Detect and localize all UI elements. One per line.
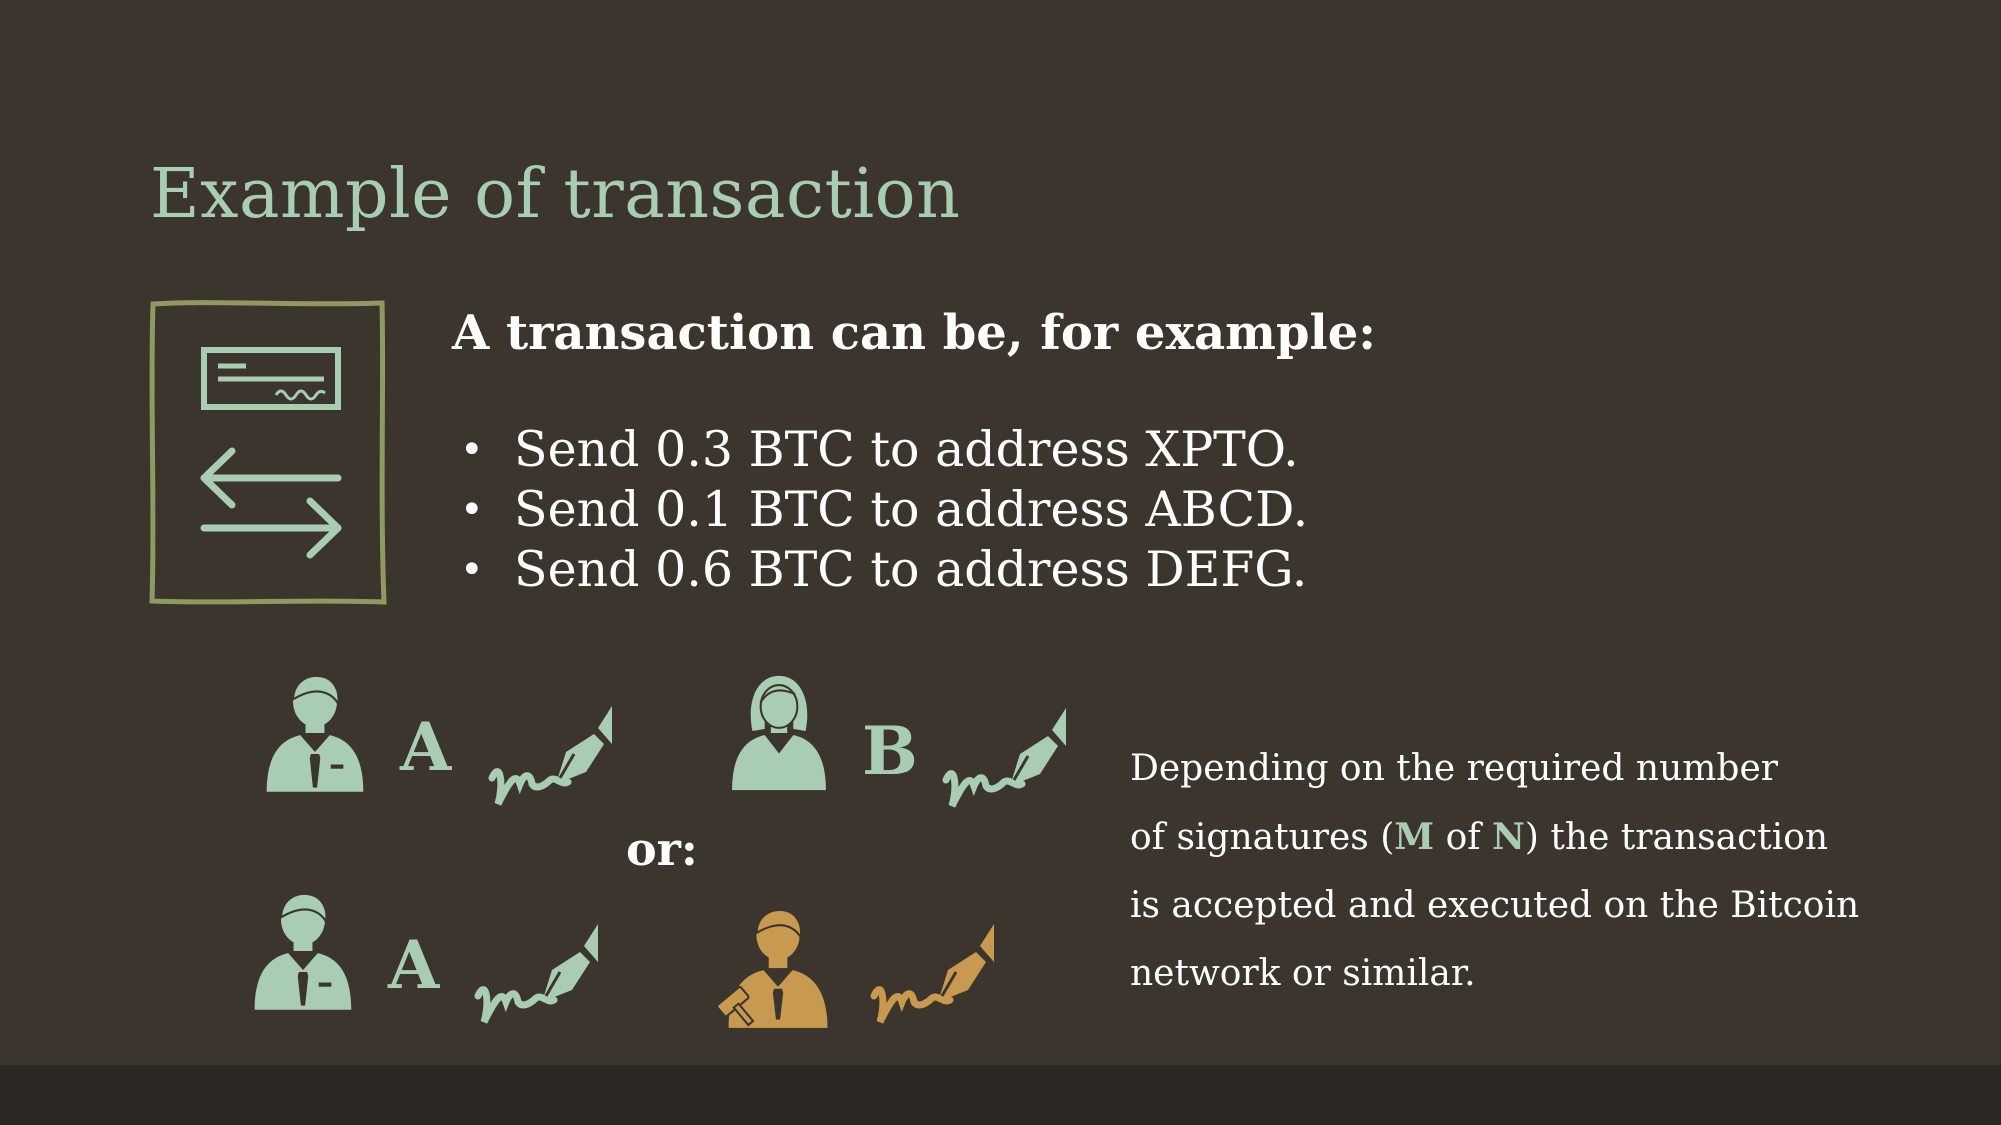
paragraph-line: Depending on the required number — [1130, 748, 1778, 789]
transaction-list: • Send 0.3 BTC to address XPTO. • Send 0.1… — [452, 420, 1308, 600]
list-item: • Send 0.6 BTC to address DEFG. — [452, 540, 1308, 600]
businessman-icon — [254, 892, 352, 1010]
businessman-icon — [266, 674, 364, 792]
signer-label: A — [400, 708, 452, 786]
m-emphasis: M — [1394, 816, 1435, 858]
footer-band — [0, 1065, 2001, 1125]
paragraph-text: ) the transaction — [1524, 817, 1829, 858]
signer-label: B — [862, 712, 918, 790]
paragraph-line: is accepted and executed on the Bitcoin — [1130, 885, 1860, 926]
businesswoman-icon — [732, 675, 826, 791]
pen-signature-icon — [942, 708, 1066, 808]
slide: Example of transaction A transaction can… — [0, 0, 2001, 1065]
page-title: Example of transaction — [150, 155, 961, 234]
section-heading: A transaction can be, for example: — [452, 305, 1377, 361]
bullet-icon: • — [460, 427, 484, 473]
signer-label: A — [388, 926, 440, 1004]
n-emphasis: N — [1492, 816, 1525, 858]
list-item-text: Send 0.3 BTC to address XPTO. — [514, 421, 1299, 478]
list-item-text: Send 0.1 BTC to address ABCD. — [514, 481, 1309, 538]
paragraph-text: of — [1434, 817, 1493, 858]
judge-icon — [716, 908, 828, 1028]
list-item: • Send 0.1 BTC to address ABCD. — [452, 480, 1308, 540]
paragraph-text: of signatures ( — [1130, 817, 1395, 858]
pen-signature-icon — [474, 924, 598, 1024]
or-label: or: — [626, 822, 698, 876]
paragraph-line: of signatures (M of N) the transaction — [1130, 803, 1950, 872]
bullet-icon: • — [460, 487, 484, 533]
pen-signature-icon — [870, 924, 994, 1024]
list-item: • Send 0.3 BTC to address XPTO. — [452, 420, 1308, 480]
document-transfer-icon — [149, 300, 387, 605]
explanation-paragraph: Depending on the required number of sign… — [1130, 735, 1950, 1008]
pen-signature-icon — [488, 706, 612, 806]
list-item-text: Send 0.6 BTC to address DEFG. — [514, 541, 1308, 598]
bullet-icon: • — [460, 547, 484, 593]
paragraph-line: network or similar. — [1130, 953, 1476, 994]
